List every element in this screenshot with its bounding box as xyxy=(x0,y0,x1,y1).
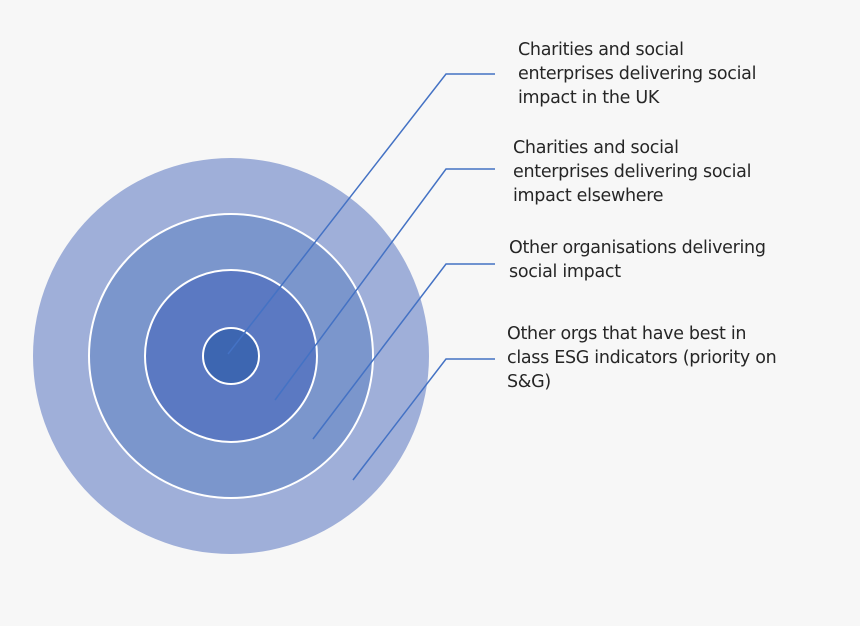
connector-line-2 xyxy=(274,168,495,401)
label-ring-2: Charities and social enterprises deliver… xyxy=(513,138,752,206)
label-ring-3: Other organisations delivering social im… xyxy=(509,238,766,282)
connector-line-3 xyxy=(312,263,495,440)
label-ring-1: Charities and social enterprises deliver… xyxy=(518,40,757,108)
ring-core xyxy=(202,327,260,385)
connector-line-4 xyxy=(352,358,495,481)
connector-line-1 xyxy=(227,73,495,355)
label-ring-4: Other orgs that have best in class ESG i… xyxy=(507,324,777,392)
